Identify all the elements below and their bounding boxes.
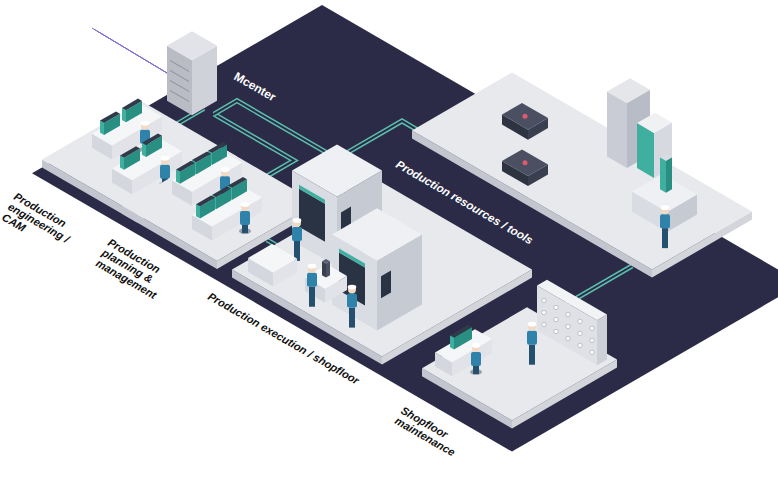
person-head bbox=[241, 203, 249, 211]
person-helmet bbox=[308, 264, 317, 269]
monitor bbox=[212, 186, 231, 197]
machine-accent bbox=[299, 185, 325, 204]
person-body bbox=[307, 273, 317, 287]
rack-vent bbox=[170, 70, 189, 81]
person-head bbox=[661, 206, 669, 214]
spare-part bbox=[566, 336, 570, 340]
network-cable bbox=[98, 32, 178, 80]
spare-part bbox=[578, 319, 582, 323]
person-head bbox=[308, 265, 316, 273]
agv bbox=[502, 149, 548, 176]
spare-part bbox=[554, 329, 558, 333]
spare-part-shelf bbox=[597, 315, 607, 366]
person-helmet bbox=[221, 167, 230, 172]
person-helmet bbox=[661, 205, 670, 210]
monitor bbox=[208, 142, 227, 153]
monitor bbox=[142, 143, 146, 157]
person-helmet bbox=[472, 343, 481, 348]
spare-part bbox=[542, 310, 546, 314]
person-head bbox=[141, 122, 149, 130]
tool-cabinet bbox=[607, 78, 650, 103]
person-helmet bbox=[161, 156, 170, 161]
tool-cabinet bbox=[607, 92, 627, 169]
measuring-column bbox=[666, 157, 672, 193]
rack-vent bbox=[170, 80, 189, 91]
spare-part bbox=[554, 317, 558, 321]
rack-vent bbox=[170, 60, 189, 71]
robot-arm bbox=[326, 261, 330, 277]
server-rack bbox=[167, 31, 217, 60]
person-head bbox=[221, 168, 229, 176]
person-legs bbox=[349, 308, 355, 328]
floor bbox=[32, 5, 778, 452]
person-helmet bbox=[528, 322, 537, 327]
monitor bbox=[228, 177, 247, 188]
spare-part bbox=[578, 331, 582, 335]
monitor bbox=[100, 121, 104, 135]
person-head bbox=[293, 219, 301, 227]
monitor bbox=[120, 146, 140, 158]
tool-rack bbox=[637, 113, 672, 133]
network-line-gap bbox=[214, 101, 422, 159]
person-body bbox=[347, 294, 357, 308]
machine-window bbox=[299, 189, 325, 242]
robot-arm bbox=[322, 259, 330, 264]
rack-vent bbox=[170, 90, 189, 101]
monitor bbox=[176, 161, 195, 172]
desk bbox=[192, 186, 262, 227]
spare-part bbox=[590, 338, 594, 342]
person-legs bbox=[529, 345, 535, 365]
agv bbox=[502, 103, 548, 130]
person-legs bbox=[662, 228, 668, 248]
person-helmet bbox=[141, 121, 150, 126]
person-head bbox=[528, 323, 536, 331]
person-head bbox=[472, 344, 480, 352]
monitor bbox=[196, 196, 215, 207]
spare-part bbox=[578, 343, 582, 347]
measuring-column bbox=[660, 157, 666, 193]
robot-arm bbox=[322, 261, 326, 277]
person-body bbox=[240, 211, 250, 225]
spare-part bbox=[542, 322, 546, 326]
person-body bbox=[471, 352, 481, 366]
person-body bbox=[527, 331, 537, 345]
spare-part bbox=[590, 326, 594, 330]
network-line bbox=[214, 101, 422, 159]
workbench bbox=[248, 244, 297, 272]
monitor bbox=[122, 99, 142, 111]
monitor bbox=[120, 155, 124, 169]
spare-part-shelf bbox=[537, 280, 607, 321]
measuring-column bbox=[660, 154, 672, 161]
spare-part bbox=[554, 305, 558, 309]
monitor bbox=[450, 325, 472, 338]
person-helmet bbox=[293, 218, 302, 223]
monitor bbox=[122, 108, 126, 122]
person-head bbox=[348, 286, 356, 294]
spare-part bbox=[566, 312, 570, 316]
agv-light bbox=[523, 114, 528, 119]
person-body bbox=[292, 227, 302, 241]
monitor bbox=[192, 151, 211, 162]
monitor bbox=[100, 111, 120, 123]
person-legs bbox=[309, 287, 315, 307]
area-label: Production engineering / CAM bbox=[0, 190, 87, 261]
person-helmet bbox=[348, 285, 357, 290]
spare-part bbox=[566, 324, 570, 328]
person-body bbox=[660, 214, 670, 228]
person-helmet bbox=[241, 202, 250, 207]
monitor bbox=[176, 169, 180, 183]
control-panel bbox=[381, 270, 391, 298]
monitor bbox=[450, 335, 454, 349]
monitor bbox=[196, 204, 200, 218]
person-body bbox=[160, 165, 170, 179]
spare-part bbox=[542, 298, 546, 302]
agv-light bbox=[523, 160, 528, 165]
machine-accent bbox=[339, 249, 365, 268]
spare-part bbox=[590, 350, 594, 354]
monitor bbox=[142, 133, 162, 145]
person-head bbox=[161, 157, 169, 165]
